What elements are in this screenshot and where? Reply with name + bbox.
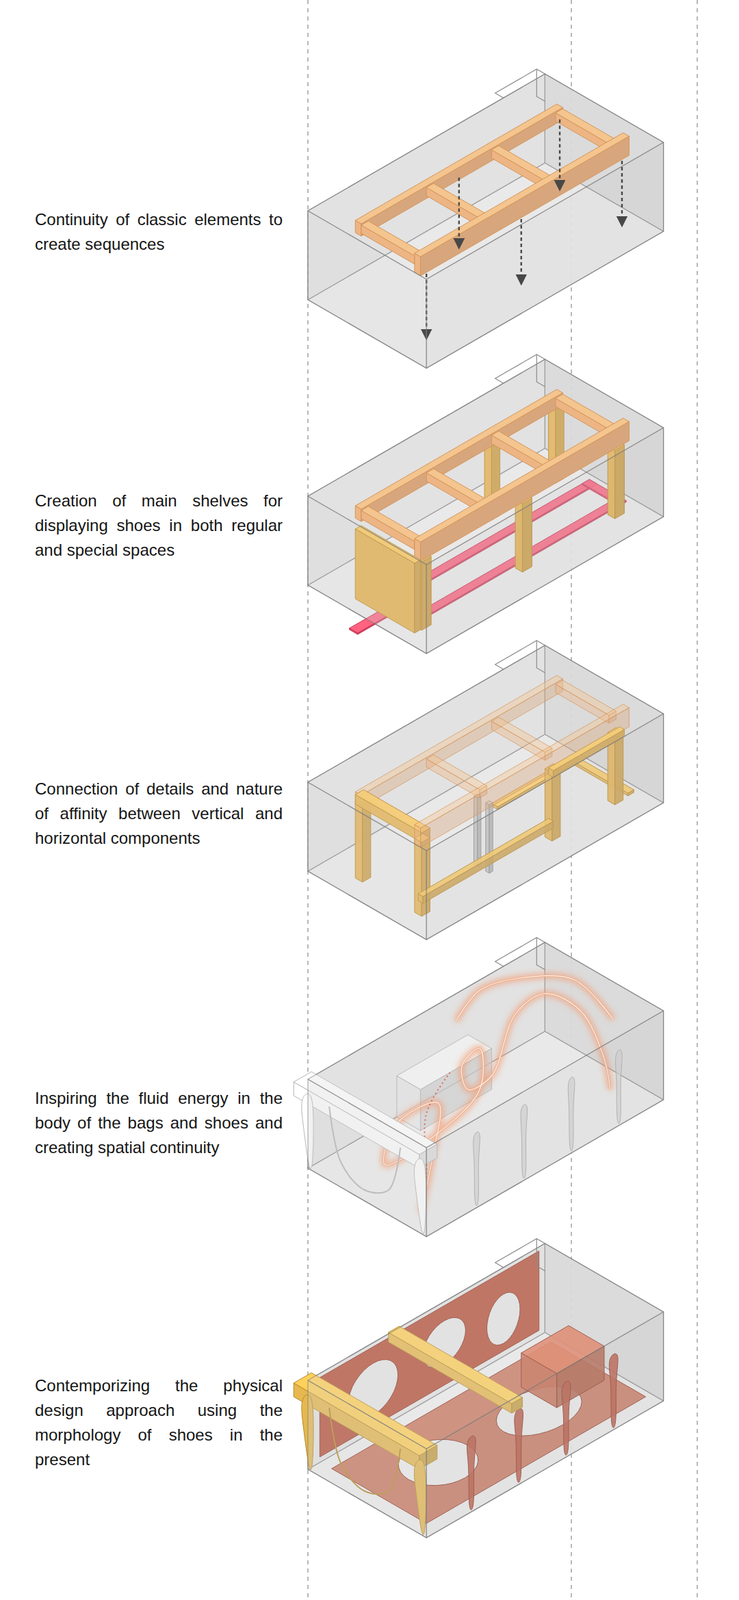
room-ceiling <box>307 1243 664 1449</box>
room-ceiling <box>307 645 664 851</box>
caption-text: Creation of main shelves for displaying … <box>34 488 283 563</box>
room-ceiling <box>307 73 664 280</box>
stage-5 <box>293 1238 664 1538</box>
room-ceiling <box>307 942 664 1148</box>
stage-3 <box>307 640 664 940</box>
stage-1 <box>307 69 664 369</box>
room-notch <box>536 640 545 673</box>
caption-text: Contemporizing the physical design appro… <box>34 1373 283 1472</box>
room-notch <box>536 937 545 970</box>
guide-line <box>696 0 698 1600</box>
caption-text: Inspiring the fluid energy in the body o… <box>34 1085 283 1160</box>
room-notch <box>495 354 546 384</box>
room-notch <box>495 69 546 98</box>
room-notch <box>536 1238 545 1271</box>
caption-text: Connection of details and nature of affi… <box>34 776 283 851</box>
room-notch <box>495 1238 546 1268</box>
caption-text: Continuity of classic elements to create… <box>34 207 283 257</box>
stage-2 <box>307 354 664 654</box>
room-notch <box>536 354 545 387</box>
room-notch <box>536 69 545 102</box>
room-ceiling <box>307 359 664 565</box>
stage-4 <box>293 937 664 1237</box>
room-notch <box>495 640 546 670</box>
room-notch <box>495 937 546 967</box>
